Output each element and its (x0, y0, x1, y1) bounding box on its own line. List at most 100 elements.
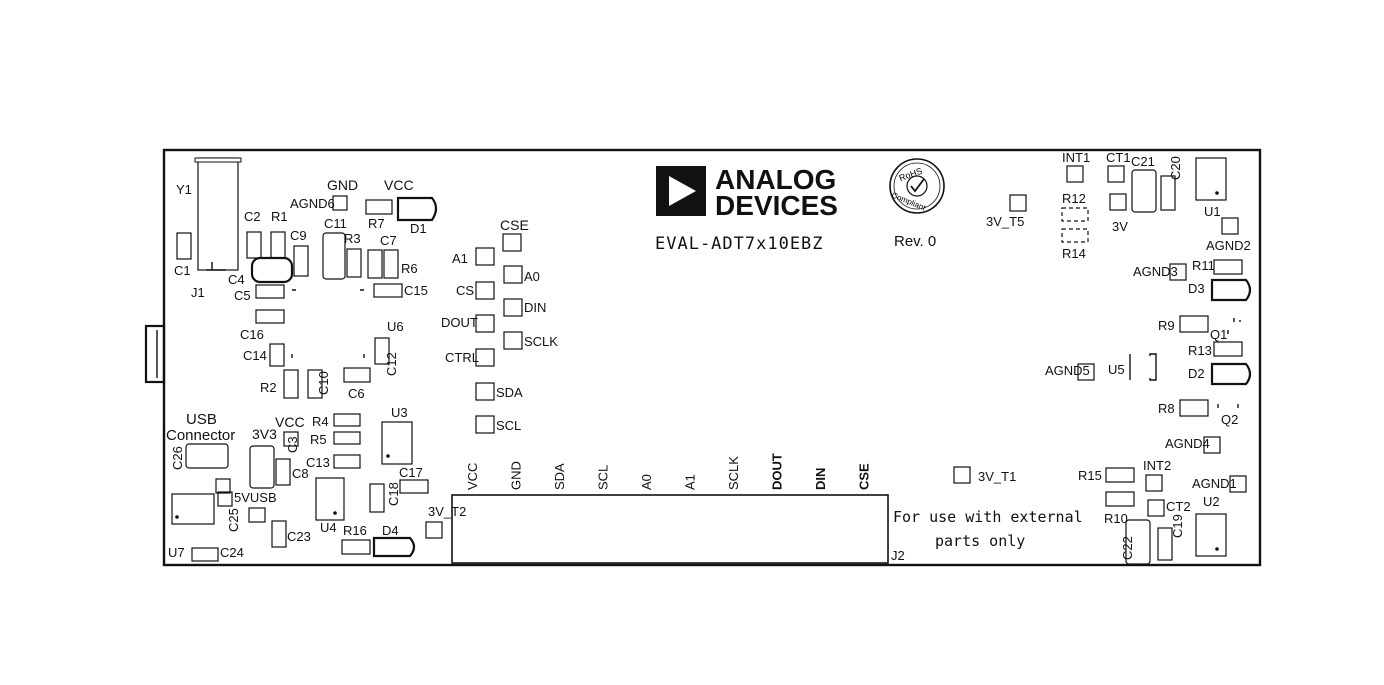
label-r12: R12 (1062, 191, 1086, 206)
label-3v3: 3V3 (252, 426, 277, 442)
label-c11: C11 (324, 216, 347, 231)
label-d4: D4 (382, 523, 399, 538)
logo-line2: DEVICES (715, 190, 838, 221)
tp-int2 (1145, 474, 1163, 492)
cap-c20 (1160, 175, 1176, 211)
label-c22: C22 (1120, 536, 1135, 560)
label-q1: Q1 (1210, 327, 1227, 342)
j2-pin-label-vcc: VCC (465, 463, 480, 490)
label-u5: U5 (1108, 362, 1125, 377)
j2-pin-label-a0: A0 (639, 474, 654, 490)
cap-c10 (307, 369, 323, 399)
tp-din (503, 298, 523, 317)
label-5vusb: 5VUSB (234, 490, 277, 505)
label-ct2: CT2 (1166, 499, 1191, 514)
label-c10: C10 (316, 371, 331, 395)
cap-c2 (246, 231, 262, 259)
label-tp-a1: A1 (452, 251, 468, 266)
label-u4: U4 (320, 520, 337, 535)
label-c12: C12 (384, 352, 399, 376)
label-c5: C5 (234, 288, 251, 303)
res-r15 (1105, 467, 1135, 483)
tp-a0 (503, 265, 523, 284)
label-3v: 3V (1112, 219, 1128, 234)
tp-ct1 (1107, 165, 1125, 183)
j2-pin-label-sclk: SCLK (726, 456, 741, 490)
cap-c21 (1131, 169, 1157, 213)
label-tp-cse: CSE (500, 217, 529, 233)
cap-c18 (369, 483, 385, 513)
res-r11 (1213, 259, 1243, 275)
tp-agnd3 (1169, 263, 1187, 281)
res-r2 (283, 369, 299, 399)
label-c3: C3 (285, 436, 300, 453)
tp-5vusb (248, 507, 266, 523)
res-r7 (365, 199, 393, 215)
diode-d2 (1210, 362, 1252, 386)
label-agnd2: AGND2 (1206, 238, 1251, 253)
label-r3: R3 (344, 231, 361, 246)
diode-d3 (1210, 278, 1252, 302)
label-c19: C19 (1170, 514, 1185, 538)
label-c7: C7 (380, 233, 397, 248)
cap-c25 (217, 491, 233, 507)
tp-sda (475, 382, 495, 401)
cap-c15 (373, 283, 403, 298)
label-3v-t2: 3V_T2 (428, 504, 466, 519)
ic-u4 (315, 477, 345, 521)
tp-3v-t5 (1009, 194, 1027, 212)
tp-a1 (475, 247, 495, 266)
label-r15: R15 (1078, 468, 1102, 483)
rohs-top-text: RoHS (898, 166, 924, 184)
label-y1: Y1 (176, 182, 192, 197)
cap-c13 (333, 454, 361, 469)
tp-cse (502, 233, 522, 252)
label-j2: J2 (891, 548, 905, 563)
label-c14: C14 (243, 348, 267, 363)
label-d3: D3 (1188, 281, 1205, 296)
label-c21: C21 (1131, 154, 1155, 169)
cap-c8 (275, 458, 291, 486)
label-vcc-top: VCC (384, 177, 414, 193)
ic-u5 (1129, 353, 1157, 381)
cap-c14 (269, 343, 285, 367)
cap-c17 (399, 479, 429, 494)
label-c23: C23 (287, 529, 311, 544)
label-c13: C13 (306, 455, 330, 470)
note-line2: parts only (935, 532, 1025, 550)
label-c1: C1 (174, 263, 191, 278)
label-c9: C9 (290, 228, 307, 243)
tp-3v (1109, 193, 1127, 211)
label-tp-a0: A0 (524, 269, 540, 284)
tp-agnd4 (1203, 436, 1221, 454)
label-int2: INT2 (1143, 458, 1171, 473)
label-r1: R1 (271, 209, 288, 224)
cap-c7a (367, 249, 383, 279)
transistor-q2 (1217, 404, 1239, 408)
cap-c11 (322, 232, 346, 280)
diode-d4 (372, 536, 416, 558)
logo-line1: ANALOG (715, 164, 836, 195)
res-r16 (341, 539, 371, 555)
transistor-q1 (1227, 318, 1241, 334)
label-r14: R14 (1062, 246, 1086, 261)
tp-dout (475, 314, 495, 333)
ic-u3 (381, 421, 413, 465)
cap-c22 (1125, 519, 1151, 565)
label-tp-sclk: SCLK (524, 334, 558, 349)
cap-c23 (271, 520, 287, 548)
label-tp-cs: CS (456, 283, 474, 298)
label-u3: U3 (391, 405, 408, 420)
label-r9: R9 (1158, 318, 1175, 333)
label-tp-din: DIN (524, 300, 546, 315)
res-r8 (1179, 399, 1209, 417)
cap-c9 (293, 245, 309, 277)
label-vcc-mid: VCC (275, 414, 305, 430)
tp-agnd6 (332, 195, 348, 211)
label-r6: R6 (401, 261, 418, 276)
ic-u6-outline (291, 289, 365, 358)
label-u7: U7 (168, 545, 185, 560)
label-agnd5: AGND5 (1045, 363, 1090, 378)
ic-u2 (1195, 513, 1227, 557)
